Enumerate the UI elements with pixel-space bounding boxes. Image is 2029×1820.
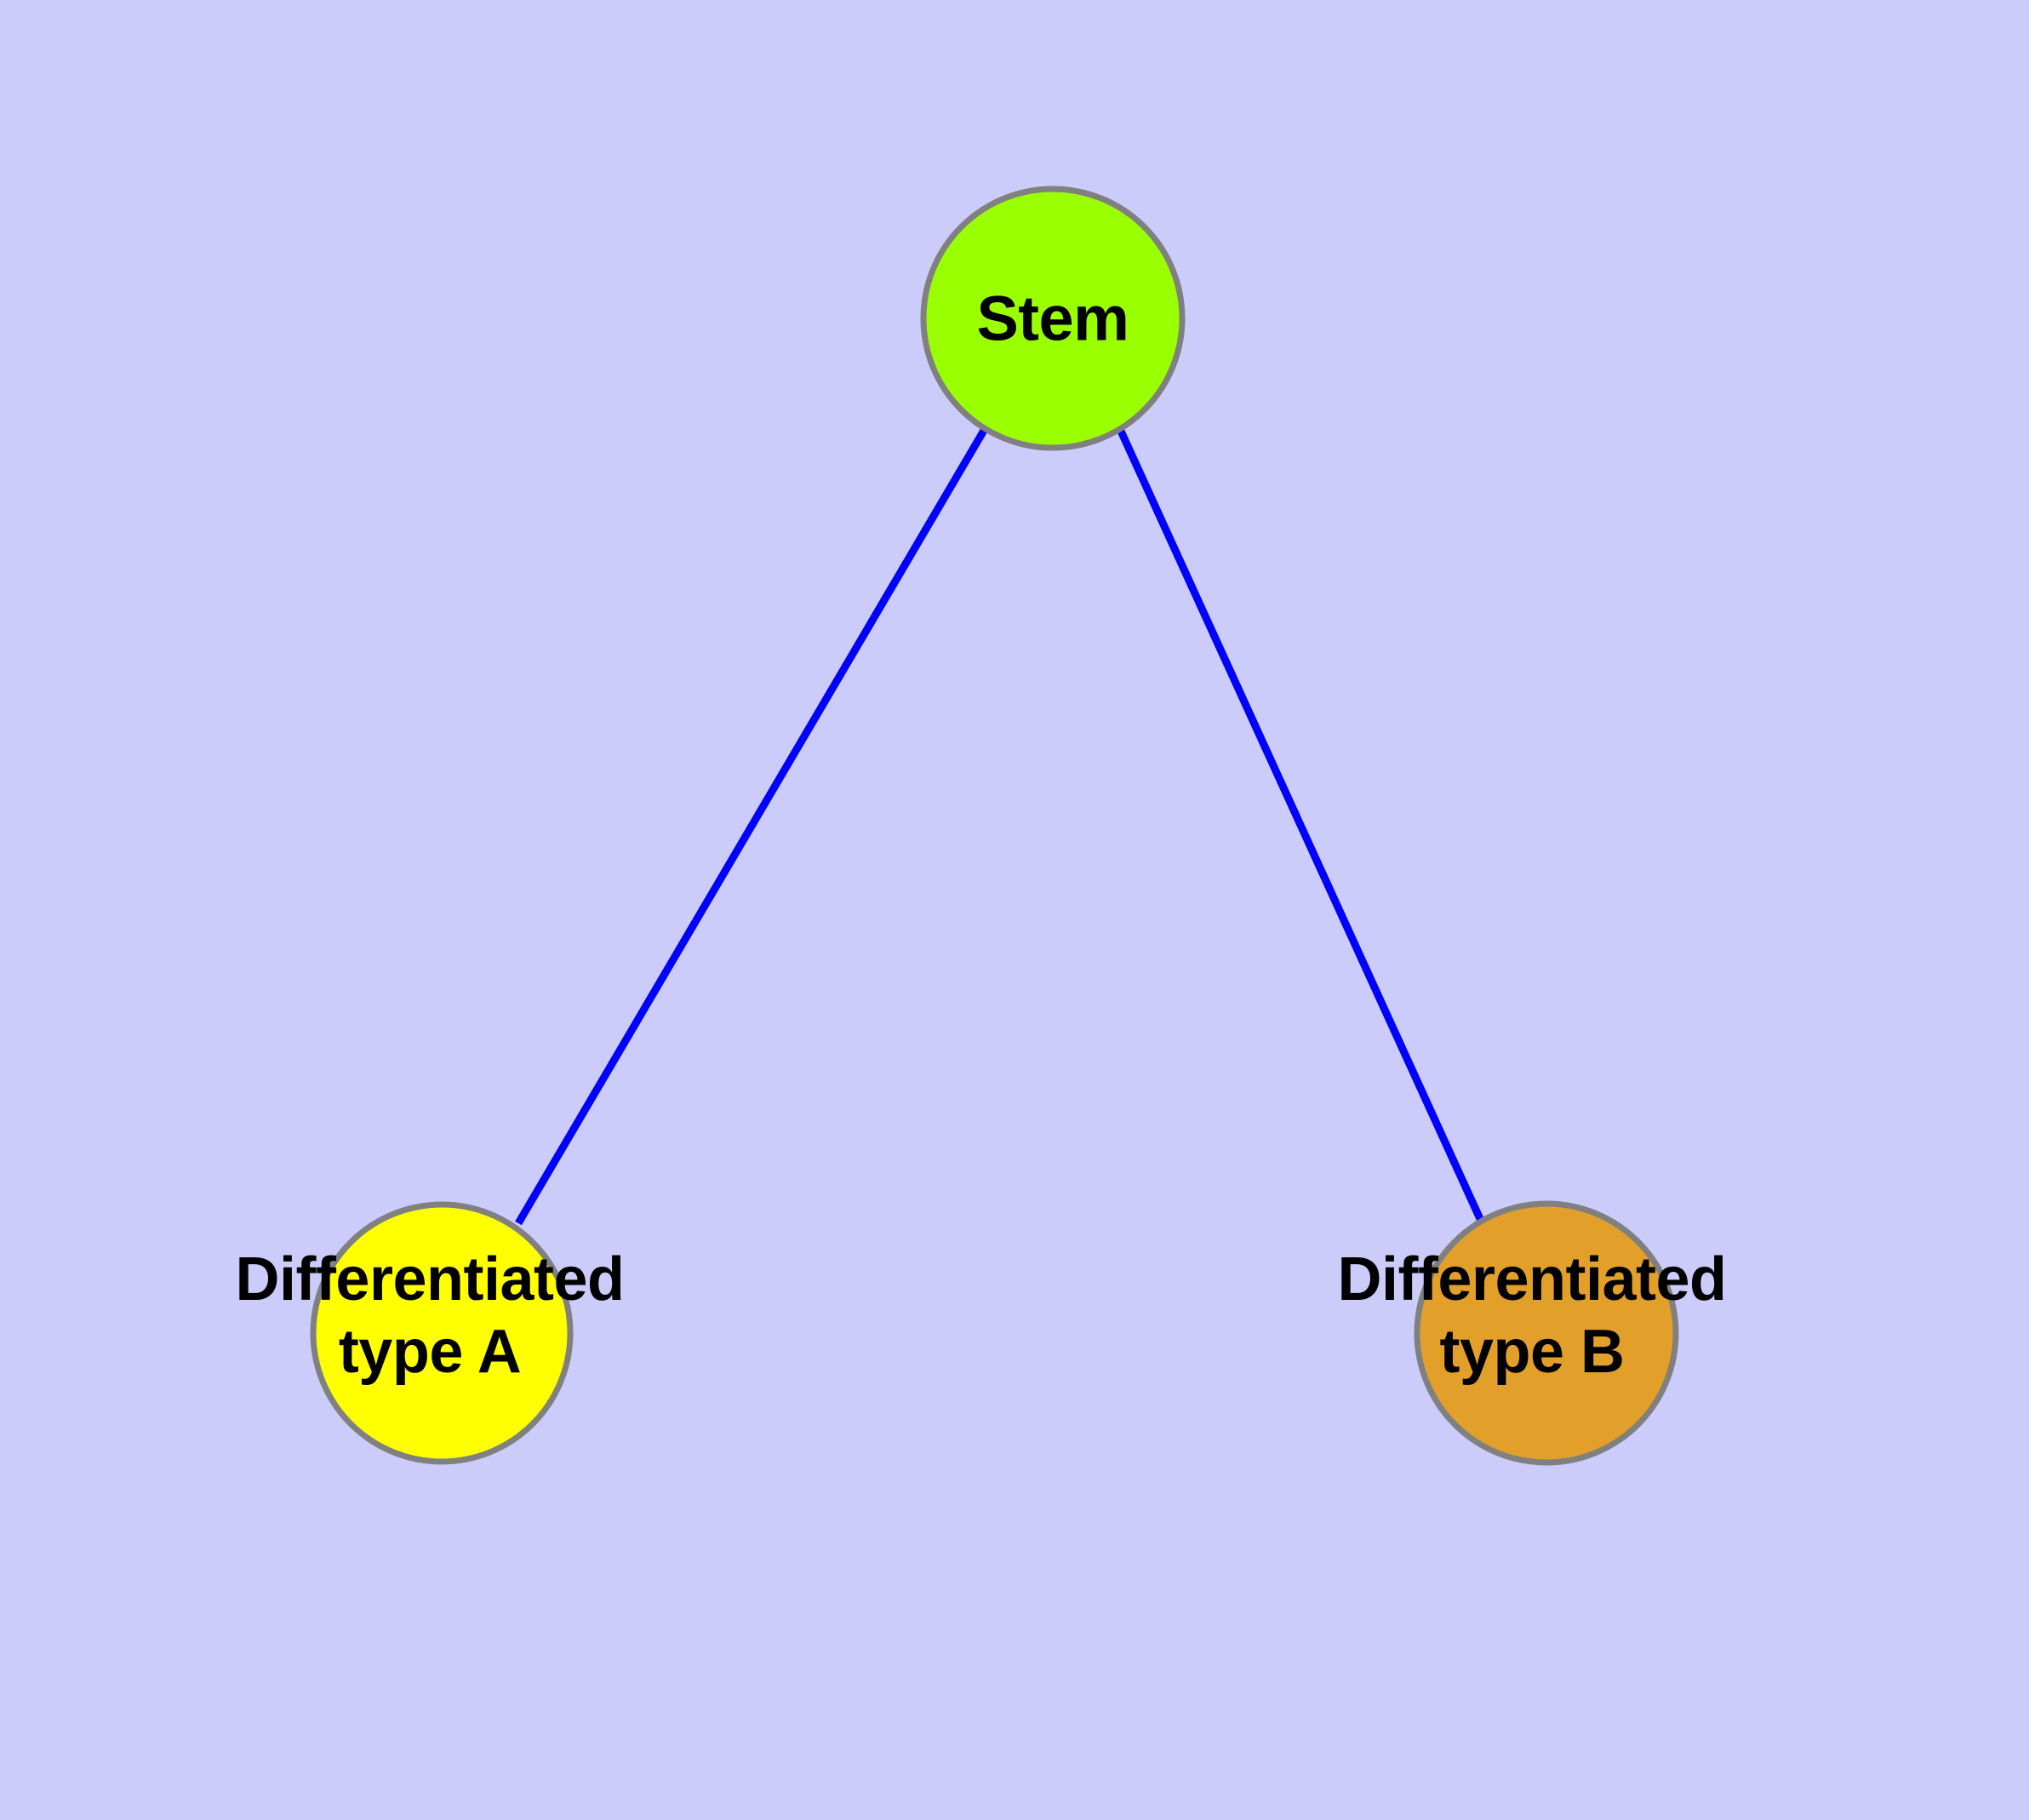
node-differentiated-type-a[interactable]: [310, 1201, 574, 1465]
node-differentiated-type-b[interactable]: [1414, 1200, 1679, 1466]
node-stem[interactable]: [920, 186, 1186, 451]
edge-stem-to-type-b[interactable]: [1115, 426, 1485, 1222]
edges-layer: [515, 426, 1485, 1226]
nodes-layer: [310, 186, 1679, 1466]
edge-stem-to-type-a[interactable]: [515, 426, 988, 1226]
